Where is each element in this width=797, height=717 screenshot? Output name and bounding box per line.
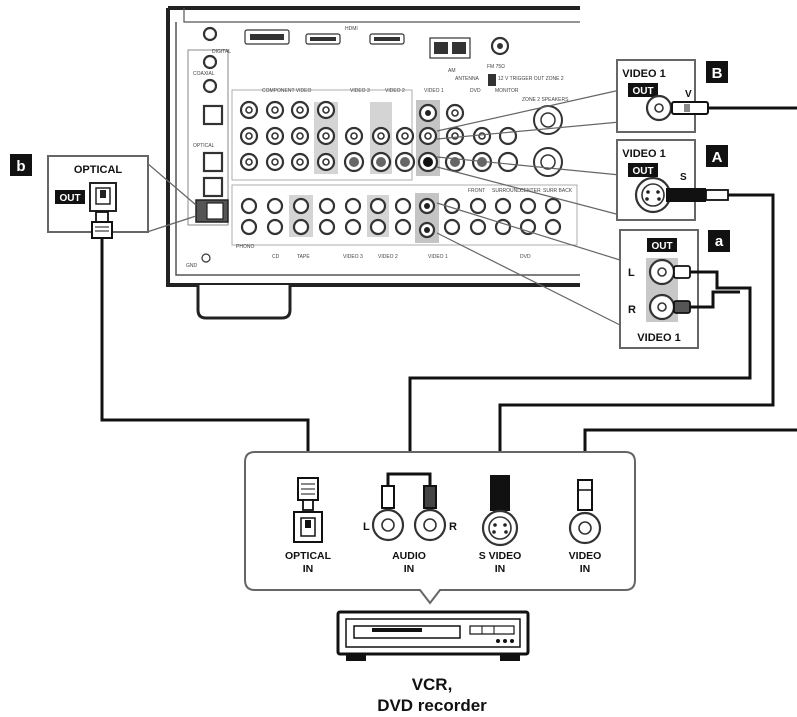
optical-in-label-1: OPTICAL (285, 550, 332, 562)
surr-back-label: SURR BACK (543, 188, 573, 194)
callout-video1-svideo: VIDEO 1 OUT S A (617, 140, 728, 220)
composite-out-badge: OUT (632, 86, 653, 97)
fm-label: FM 75Ω (487, 64, 505, 70)
video2-bottom-label: VIDEO 2 (378, 254, 398, 260)
callout-letter-a: a (715, 233, 724, 250)
callout-optical-out: b OPTICAL OUT (10, 154, 148, 232)
trigger-label: 12 V TRIGGER OUT ZONE 2 (498, 76, 564, 82)
device-connector-panel: OPTICAL IN L R AUDIO IN S V (245, 452, 635, 603)
optical-panel-label: OPTICAL (193, 143, 215, 149)
audio-jacks: PHONO CD TAPE VIDEO 3 VIDEO 2 VIDEO 1 DV… (186, 188, 573, 269)
phono-label: PHONO (236, 244, 254, 250)
device-name-line-1: VCR, (412, 675, 453, 694)
s-video-in-label-1: S VIDEO (479, 550, 522, 562)
callout-video1-audio: OUT a L R VIDEO 1 (620, 230, 730, 348)
optical-out-badge: OUT (59, 193, 80, 204)
device-name-line-2: DVD recorder (377, 696, 487, 715)
callout-video1-composite: VIDEO 1 OUT V B (617, 60, 728, 132)
monitor-top-label: MONITOR (495, 88, 519, 94)
audio-video1-footer: VIDEO 1 (637, 332, 680, 344)
audio-in-label-2: IN (404, 563, 415, 575)
receiver-rear-panel: HDMI FM 75Ω AM ANTENNA 12 V TRIGGER OUT … (168, 8, 580, 318)
digital-label: DIGITAL (212, 49, 231, 55)
callout-letter-B: B (712, 65, 723, 82)
callout-letter-b: b (16, 158, 25, 175)
component-video-jacks: COMPONENT VIDEO (241, 88, 338, 174)
antenna-label: ANTENNA (455, 76, 480, 82)
composite-jack-label: V (685, 89, 692, 100)
video-in-label-2: IN (580, 563, 591, 575)
component-video-label: COMPONENT VIDEO (262, 88, 311, 94)
audio-in-label-1: AUDIO (392, 550, 426, 562)
gnd-label: GND (186, 263, 198, 269)
surround-label: SURROUND (492, 188, 521, 194)
optical-in-label-2: IN (303, 563, 314, 575)
video3-top-label: VIDEO 3 (350, 88, 370, 94)
svideo-jack-label: S (680, 172, 687, 183)
video1-top-label: VIDEO 1 (424, 88, 444, 94)
audio-in-left: L (363, 521, 370, 533)
video2-top-label: VIDEO 2 (385, 88, 405, 94)
cd-label: CD (272, 254, 280, 260)
optical-title: OPTICAL (74, 164, 123, 176)
vcr-device-illustration (338, 612, 528, 661)
hdmi-label: HDMI (345, 26, 358, 32)
audio-left-label: L (628, 267, 635, 279)
dvd-top-label: DVD (470, 88, 481, 94)
front-label: FRONT (468, 188, 485, 194)
dvd-bottom-label: DVD (520, 254, 531, 260)
svideo-out-badge: OUT (632, 166, 653, 177)
am-label: AM (448, 68, 456, 74)
audio-out-badge: OUT (651, 241, 672, 252)
hdmi-ports: HDMI (245, 26, 404, 44)
zone2-label: ZONE 2 SPEAKERS (522, 97, 569, 103)
video3-bottom-label: VIDEO 3 (343, 254, 363, 260)
audio-right-label: R (628, 304, 636, 316)
tape-label: TAPE (297, 254, 310, 260)
video1-bottom-label: VIDEO 1 (428, 254, 448, 260)
s-video-in-label-2: IN (495, 563, 506, 575)
video1-composite-title: VIDEO 1 (622, 68, 665, 80)
callout-letter-A: A (712, 149, 723, 166)
video-in-label-1: VIDEO (569, 550, 602, 562)
digital-inputs-column: DIGITAL COAXIAL OPTICAL (193, 28, 231, 222)
video1-svideo-title: VIDEO 1 (622, 148, 665, 160)
audio-in-right: R (449, 521, 457, 533)
coaxial-label: COAXIAL (193, 71, 215, 77)
